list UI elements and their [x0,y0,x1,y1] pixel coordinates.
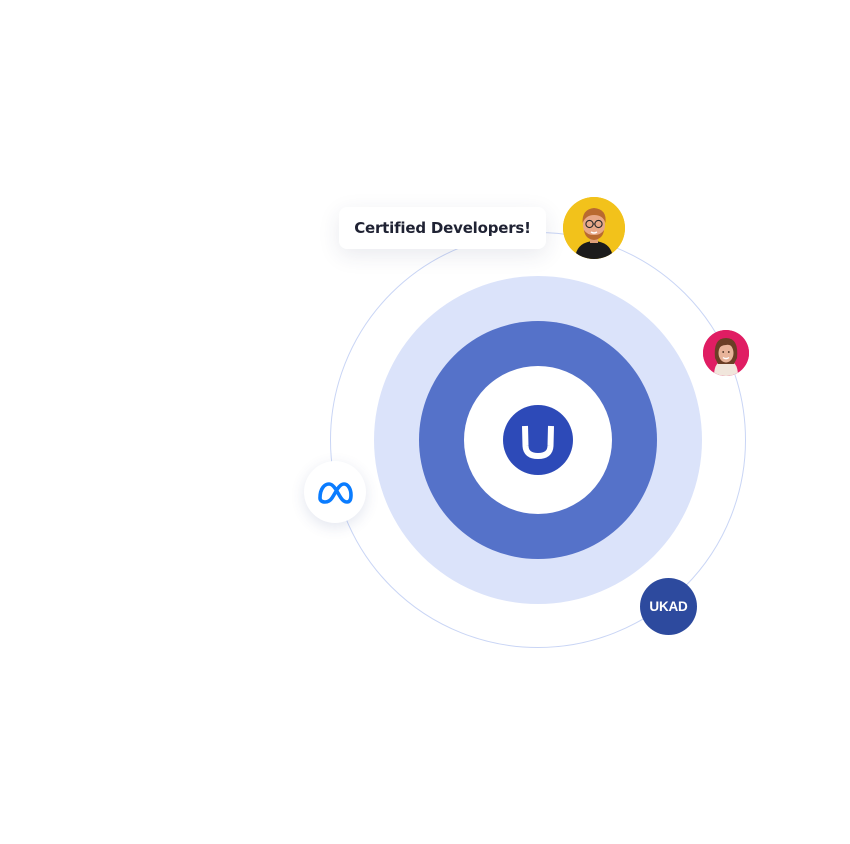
meta-icon [318,482,353,504]
developer-avatar-2 [703,330,749,376]
avatar-icon [703,330,749,376]
ukad-badge: UKAD [640,578,697,635]
callout-bubble: Certified Developers! [339,207,546,249]
avatar-icon [563,197,625,259]
meta-badge [304,461,366,523]
callout-text: Certified Developers! [354,219,531,237]
umbraco-icon [503,405,573,475]
developer-avatar-1 [563,197,625,259]
ukad-label: UKAD [649,599,688,614]
